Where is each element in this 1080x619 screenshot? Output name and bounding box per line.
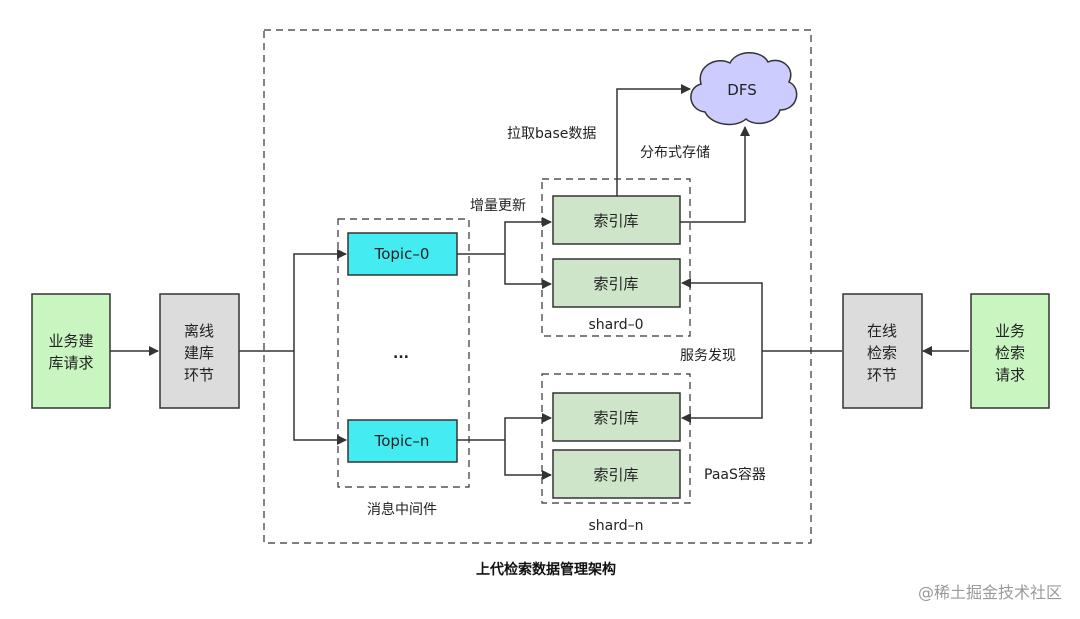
diagram-title: 上代检索数据管理架构 [476, 561, 616, 578]
cloud-icon [690, 52, 798, 126]
index-node-2-label: 索引库 [593, 275, 638, 293]
paas-container-label: PaaS容器 [704, 466, 766, 483]
index-node-4: 索引库 [552, 449, 681, 499]
retrieval-request-line-2: 检索 [995, 344, 1025, 362]
business-build-request-line-2: 库请求 [48, 354, 93, 372]
index-node-3-label: 索引库 [593, 409, 638, 427]
offline-to-topic-n-arrow [293, 351, 347, 445]
index-node-1-label: 索引库 [593, 212, 638, 230]
topic-n-to-index-3-arrow [504, 413, 552, 440]
online-stage-line-2: 检索 [867, 344, 897, 362]
pull-base-data-label: 拉取base数据 [507, 126, 596, 142]
dfs-label: DFS [727, 81, 756, 99]
dfs-cloud-node: DFS [690, 52, 798, 126]
topic-n-to-index-4-arrow [504, 440, 552, 480]
topic-n-label: Topic–n [374, 432, 430, 450]
watermark: @稀土掘金技术社区 [918, 583, 1062, 602]
middleware-label: 消息中间件 [367, 501, 437, 518]
service-discovery-label: 服务发现 [680, 348, 736, 364]
offline-stage-line-3: 环节 [184, 366, 214, 384]
pull-base-arrow [616, 84, 691, 196]
online-stage-line-1: 在线 [867, 322, 897, 340]
topic-n-node: Topic–n [347, 419, 458, 463]
online-stage-line-3: 环节 [867, 366, 897, 384]
business-retrieval-request-node: 业务 检索 请求 [970, 293, 1050, 409]
shard-0-group [541, 178, 691, 337]
shard-n-label: shard–n [588, 518, 643, 534]
online-retrieval-stage-node: 在线 检索 环节 [842, 293, 923, 409]
topic-0-label: Topic–0 [374, 245, 430, 263]
shard-0-label: shard–0 [588, 317, 643, 333]
topic-0-node: Topic–0 [347, 232, 458, 276]
offline-stage-line-1: 离线 [184, 322, 214, 340]
distributed-storage-label: 分布式存储 [640, 145, 710, 161]
discovery-to-index-3-arrow [681, 351, 763, 423]
offline-to-topic-0-arrow [293, 249, 347, 351]
offline-build-stage-node: 离线 建库 环节 [159, 293, 240, 409]
index-node-2: 索引库 [552, 258, 681, 308]
retrieval-request-line-3: 请求 [995, 366, 1025, 384]
offline-stage-line-2: 建库 [184, 344, 214, 362]
topic-0-to-index-1-arrow [504, 217, 552, 254]
index-node-3: 索引库 [552, 392, 681, 442]
index-node-4-label: 索引库 [593, 466, 638, 484]
incremental-update-label: 增量更新 [470, 198, 526, 214]
index-node-1: 索引库 [552, 195, 681, 245]
middleware-group [337, 218, 470, 488]
topic-0-to-index-2-arrow [504, 254, 552, 289]
shard-n-group [541, 373, 691, 504]
index-to-dfs-arrow [680, 126, 750, 223]
topics-ellipsis: ... [393, 346, 409, 362]
platform-boundary [263, 29, 812, 544]
connectors [110, 84, 969, 480]
retrieval-request-line-1: 业务 [995, 322, 1025, 340]
business-build-request-node: 业务建 库请求 [31, 293, 111, 409]
business-build-request-line-1: 业务建 [48, 332, 93, 350]
discovery-to-index-2-arrow [681, 278, 763, 351]
